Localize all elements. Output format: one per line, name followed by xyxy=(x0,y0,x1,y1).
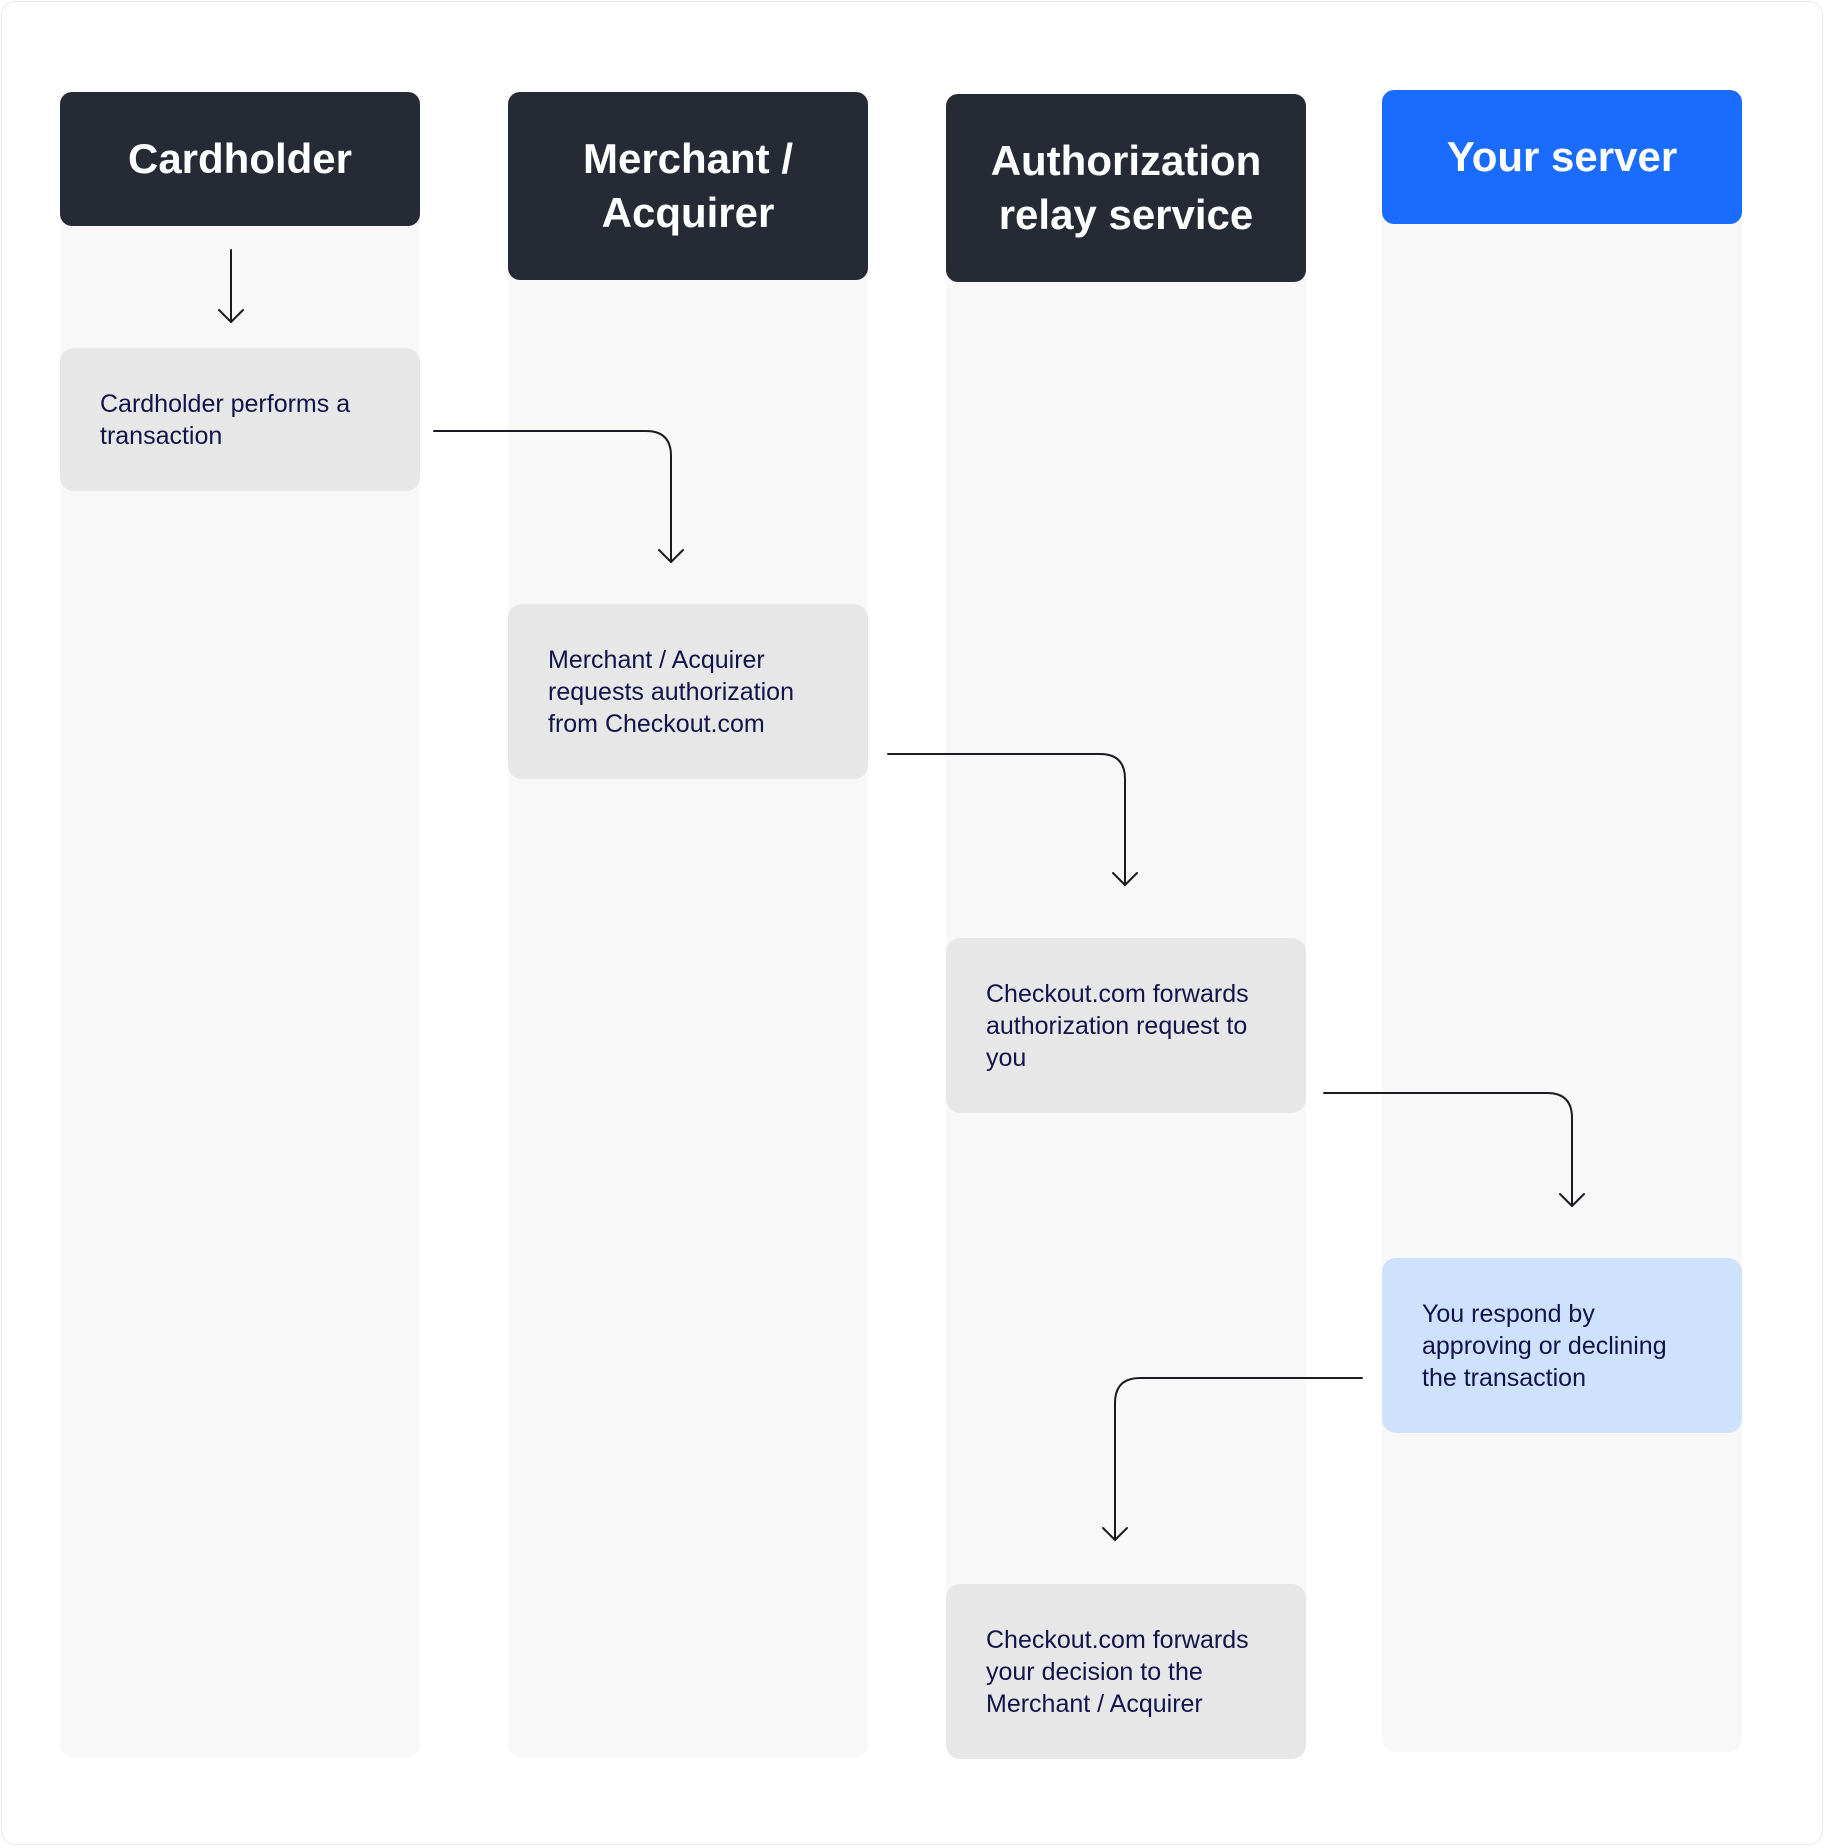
lane-header-merchant-acquirer: Merchant / Acquirer xyxy=(508,92,868,280)
step-text: Checkout.com forwards your decision to t… xyxy=(986,1625,1249,1718)
step-card-your-response: You respond by approving or declining th… xyxy=(1382,1258,1742,1433)
step-card-forward-request: Checkout.com forwards authorization requ… xyxy=(946,938,1306,1113)
step-text: Merchant / Acquirer requests authorizati… xyxy=(548,645,794,738)
lane-your-server xyxy=(1382,92,1742,1752)
arrow-step-1-to-step-2 xyxy=(433,430,684,563)
lane-authorization-relay xyxy=(946,96,1306,1758)
lane-merchant-acquirer xyxy=(508,94,868,1758)
step-text: Checkout.com forwards authorization requ… xyxy=(986,979,1249,1072)
arrow-step-2-to-step-3 xyxy=(887,753,1138,886)
lane-header-authorization-relay: Authorization relay service xyxy=(946,94,1306,282)
step-card-merchant-request: Merchant / Acquirer requests authorizati… xyxy=(508,604,868,779)
arrow-step-4-to-step-5 xyxy=(1102,1377,1363,1541)
lane-header-cardholder: Cardholder xyxy=(60,92,420,226)
arrow-step-3-to-step-4 xyxy=(1323,1092,1585,1207)
step-text: You respond by approving or declining th… xyxy=(1422,1299,1667,1392)
step-text: Cardholder performs a transaction xyxy=(100,389,351,450)
lane-header-your-server: Your server xyxy=(1382,90,1742,224)
step-card-forward-decision: Checkout.com forwards your decision to t… xyxy=(946,1584,1306,1759)
step-card-cardholder-transaction: Cardholder performs a transaction xyxy=(60,348,420,491)
arrow-start-to-step-1 xyxy=(218,249,244,323)
